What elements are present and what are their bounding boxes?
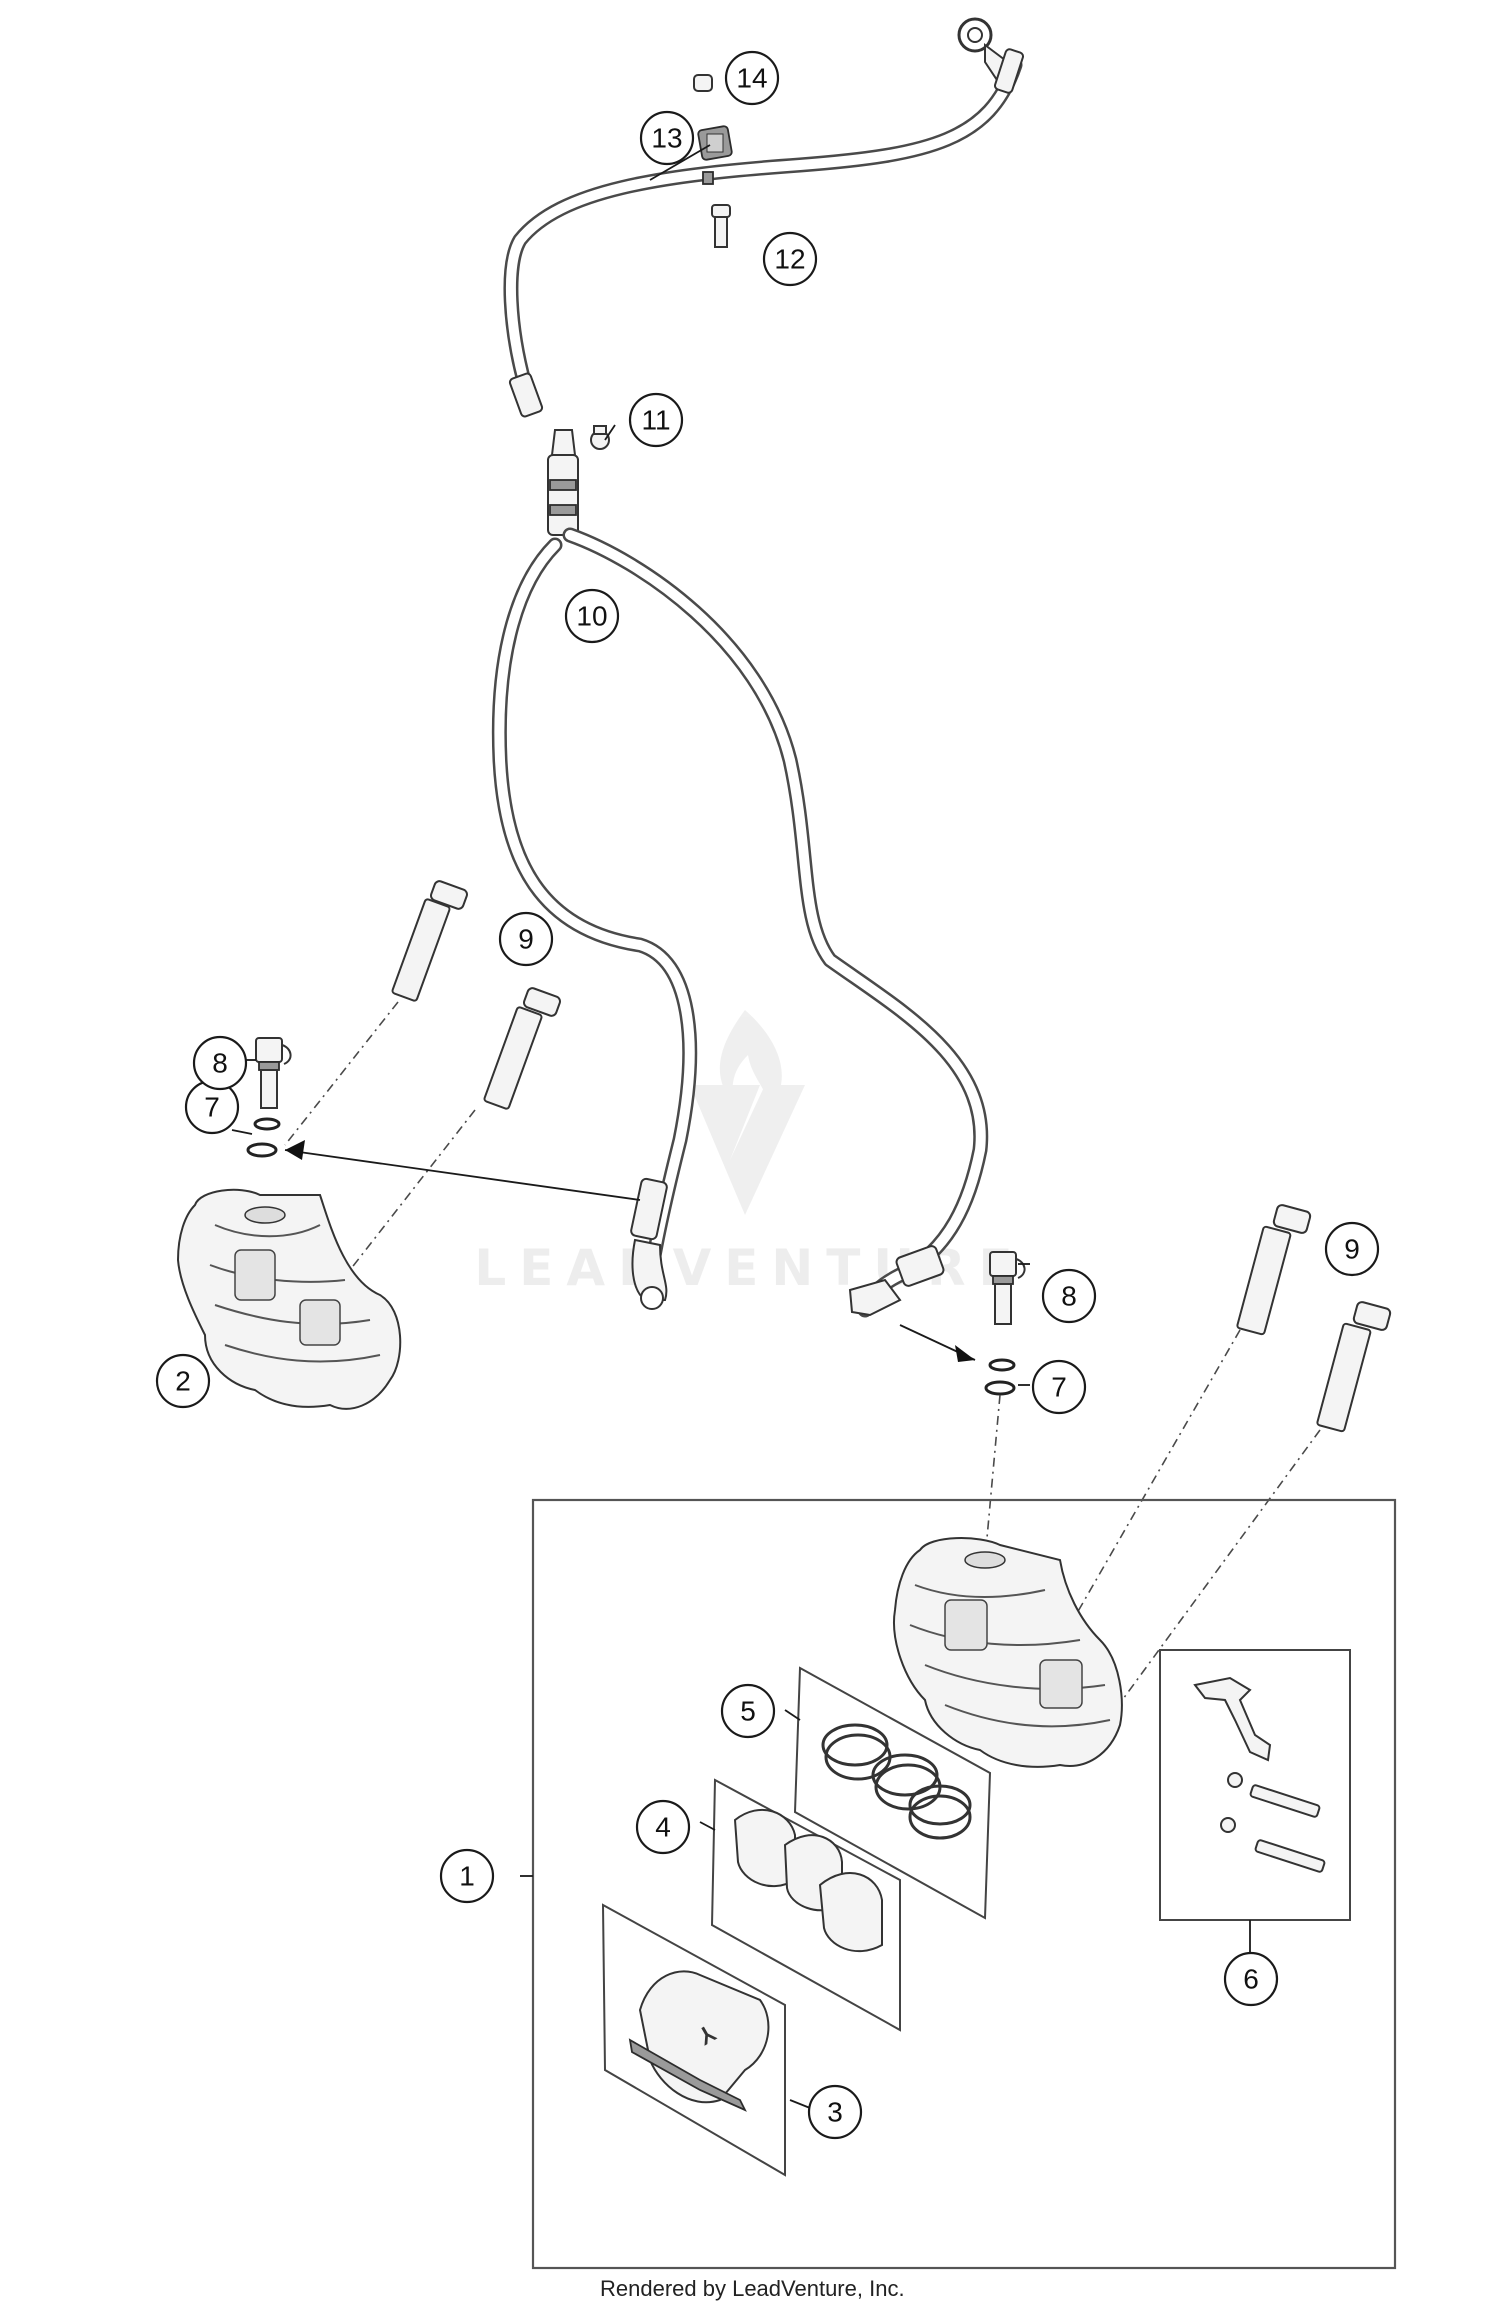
brake-pad-set-3: ⅄ bbox=[601, 1903, 786, 2177]
caliper-kit-frame bbox=[531, 1498, 1397, 2270]
bleeder-screw-11 bbox=[590, 425, 610, 450]
watermark-v-icon bbox=[690, 1085, 805, 1215]
bolt-12 bbox=[711, 204, 731, 248]
callout-10: 10 bbox=[564, 588, 620, 644]
svg-text:7: 7 bbox=[1051, 1372, 1067, 1403]
svg-text:11: 11 bbox=[641, 405, 670, 436]
svg-text:5: 5 bbox=[740, 1696, 756, 1727]
svg-text:14: 14 bbox=[736, 63, 767, 94]
svg-text:4: 4 bbox=[655, 1812, 671, 1843]
o-ring-left bbox=[246, 1117, 281, 1158]
caliper-pin-right-a bbox=[1236, 1204, 1312, 1336]
callout-4: 4 bbox=[635, 1799, 691, 1855]
svg-text:9: 9 bbox=[518, 924, 534, 955]
svg-text:1: 1 bbox=[459, 1861, 475, 1892]
svg-text:7: 7 bbox=[204, 1092, 220, 1123]
callout-8-right: 8 bbox=[1041, 1268, 1097, 1324]
hardware-kit-6 bbox=[1159, 1649, 1351, 1921]
sleeve-14 bbox=[693, 74, 713, 92]
svg-text:2: 2 bbox=[175, 1366, 191, 1397]
o-ring-right bbox=[984, 1358, 1016, 1396]
svg-text:13: 13 bbox=[651, 123, 682, 154]
callout-1: 1 bbox=[439, 1848, 495, 1904]
callout-14: 14 bbox=[724, 50, 780, 106]
callout-7-right: 7 bbox=[1031, 1359, 1087, 1415]
callout-5: 5 bbox=[720, 1683, 776, 1739]
svg-text:12: 12 bbox=[774, 244, 805, 275]
caliper-pin-right-b bbox=[1316, 1301, 1392, 1433]
svg-text:8: 8 bbox=[212, 1048, 228, 1079]
hose-clip-13 bbox=[697, 125, 733, 161]
callout-8-left: 8 bbox=[192, 1035, 248, 1091]
piston-set-4 bbox=[710, 1778, 901, 2032]
callout-12: 12 bbox=[762, 231, 818, 287]
callout-13: 13 bbox=[639, 110, 695, 166]
bleeder-valve-left bbox=[255, 1037, 292, 1109]
brake-caliper-left bbox=[176, 1188, 402, 1410]
callout-11: 11 bbox=[628, 392, 684, 448]
callout-6: 6 bbox=[1223, 1951, 1279, 2007]
brake-hose-upper bbox=[503, 17, 1025, 418]
brake-hose-left-branch bbox=[491, 537, 698, 1310]
piston-set-5 bbox=[793, 1666, 992, 1920]
caliper-pin-left-a bbox=[391, 880, 468, 1002]
footer-credit: Rendered by LeadVenture, Inc. bbox=[600, 2276, 905, 2301]
svg-text:3: 3 bbox=[827, 2097, 843, 2128]
brake-caliper-right bbox=[893, 1537, 1123, 1768]
brake-hose-right-branch bbox=[562, 527, 989, 1318]
callout-3: 3 bbox=[807, 2084, 863, 2140]
callout-9-right: 9 bbox=[1324, 1221, 1380, 1277]
callout-9-left: 9 bbox=[498, 911, 554, 967]
svg-text:9: 9 bbox=[1344, 1234, 1360, 1265]
callout-2: 2 bbox=[155, 1353, 211, 1409]
svg-text:8: 8 bbox=[1061, 1281, 1077, 1312]
hose-distributor bbox=[547, 429, 579, 536]
svg-text:10: 10 bbox=[576, 601, 607, 632]
bleeder-valve-right bbox=[989, 1251, 1026, 1325]
caliper-pin-left-b bbox=[483, 987, 561, 1110]
svg-text:6: 6 bbox=[1243, 1964, 1259, 1995]
